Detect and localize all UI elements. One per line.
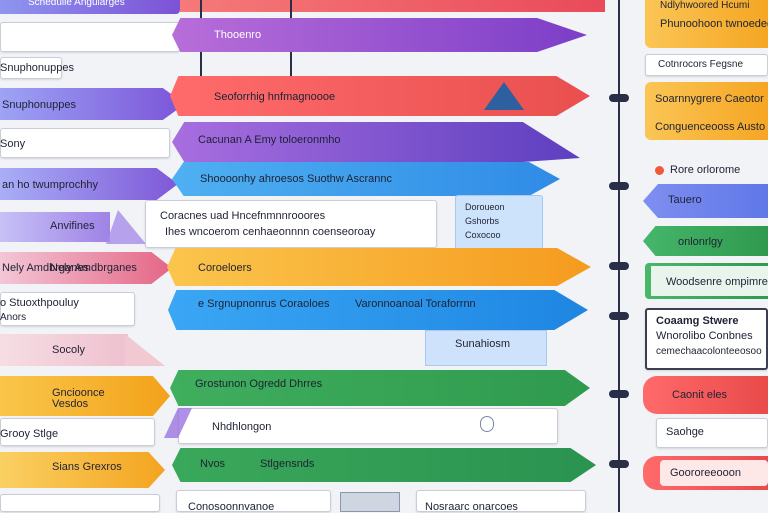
left-row-13-label: Sians Grexros: [52, 461, 122, 473]
center-arrow-8[interactable]: [172, 448, 596, 482]
left-row-6-arrow[interactable]: [0, 168, 178, 200]
right-card-3-line2: Conguenceooss Austo: [655, 121, 766, 133]
timeline-dot-1[interactable]: [609, 94, 629, 102]
left-row-4-label: Snuphonuppes: [2, 99, 77, 111]
right-arrow-6[interactable]: [643, 226, 768, 256]
left-row-12-box: [0, 418, 155, 446]
center-box-4-label: Nhdhlongon: [212, 421, 272, 433]
left-row-7-triangle: [106, 210, 146, 244]
right-card-9-label: Caonit eles: [672, 389, 728, 401]
right-card-9[interactable]: [643, 376, 768, 414]
left-row-9-box: [0, 292, 135, 326]
left-row-11-label: Gncioonce Vesdos: [52, 387, 105, 410]
left-row-9-label: o Stuoxthpouluy: [0, 297, 79, 309]
center-arrow-4[interactable]: [172, 162, 560, 196]
left-row-10-label: Socoly: [52, 344, 86, 356]
center-box-1: [145, 200, 437, 248]
right-card-1-line2: Phunoohoon twnoedee: [660, 18, 768, 30]
center-bottom-box-3-label: Nosraarc onarcoes: [425, 501, 518, 513]
left-row-5-label: Sony: [0, 138, 26, 150]
right-box-8-line3: cemechaacolonteeosoo: [656, 346, 762, 357]
right-box-10: [656, 418, 768, 448]
timeline-dot-5[interactable]: [609, 390, 629, 398]
left-row-12-label: Grooy Stlge: [0, 428, 59, 440]
left-row-8-label-a: Nely Amdbrganes: [2, 262, 89, 274]
right-card-11-label: Goororeeooon: [670, 467, 741, 479]
right-box-10-label: Saohge: [666, 426, 704, 438]
center-arrow-6[interactable]: [168, 290, 588, 330]
right-box-8-line1: Coaamg Stwere: [656, 315, 739, 327]
center-arrow-7-label: Grostunon Ogredd Dhrres: [195, 378, 323, 390]
left-row-9-label-b: Anors: [0, 312, 27, 323]
center-vline-1: [200, 0, 202, 110]
right-item-4-dot: [655, 166, 664, 175]
right-card-3[interactable]: [645, 82, 768, 140]
center-box-4: [178, 408, 558, 444]
right-card-7-label: Woodsenre ompimre: [666, 276, 768, 288]
center-arrow-3[interactable]: [172, 122, 580, 162]
right-box-8-line2: Wnorolibo Conbnes: [656, 330, 753, 342]
center-arrow-7[interactable]: [170, 370, 590, 406]
center-box-4-icon[interactable]: [480, 416, 494, 432]
center-box-1-line2: Ihes wncoerom cenhaeonnnn coenseoroay: [165, 226, 376, 238]
left-row-2-box: [0, 22, 180, 52]
right-item-4-label: Rore orlorome: [670, 164, 741, 176]
timeline-dot-3[interactable]: [609, 262, 629, 270]
center-bottom-box-2: [340, 492, 400, 512]
left-top-banner-label: Schedulle Angularges: [28, 0, 125, 8]
left-row-3-label: Snuphonuppes: [0, 62, 75, 74]
center-arrow-3-label: Cacunan A Emy toloeronmho: [198, 134, 341, 146]
center-top-red-bar: [180, 0, 605, 12]
left-row-7-arrow[interactable]: [0, 212, 110, 242]
left-row-8-arrow[interactable]: [0, 252, 172, 284]
left-row-4-arrow[interactable]: [0, 88, 185, 120]
right-arrow-5-label: Tauero: [668, 194, 702, 206]
left-row-14-box: [0, 494, 160, 512]
center-arrow-2-label: Seoforrhig hnfmagnoooe: [214, 91, 336, 103]
center-arrow-1[interactable]: [172, 18, 587, 52]
center-arrow-1-label: Thooenro: [214, 29, 262, 41]
left-row-7-label: Anvifines: [50, 220, 95, 232]
timeline-dot-2[interactable]: [609, 182, 629, 190]
left-row-3-box: [0, 57, 62, 79]
right-box-2-label: Cotnrocors Fegsne: [658, 59, 744, 70]
left-row-8-label-b: Nely Amdbrganes: [50, 262, 137, 274]
center-arrow-5[interactable]: [167, 248, 591, 286]
timeline-dot-6[interactable]: [609, 460, 629, 468]
right-card-1-line1: Ndlyhwoored Hcumi: [660, 0, 750, 11]
center-box-2: [455, 195, 543, 250]
timeline-dot-4[interactable]: [609, 312, 629, 320]
right-arrow-5[interactable]: [643, 184, 768, 218]
left-row-13-arrow[interactable]: [0, 452, 165, 488]
right-arrow-6-label: onlonrlgy: [678, 236, 723, 248]
left-row-5-box: [0, 128, 170, 158]
right-card-11-inner: [660, 460, 768, 486]
left-row-10-arrow[interactable]: [0, 334, 128, 366]
center-arrow-5-label: Coroeloers: [198, 262, 252, 274]
center-arrow-6-label-b: Varonnoanoal Toraforrnn: [355, 298, 476, 310]
right-box-8: [645, 308, 768, 370]
center-bottom-box-1-label: Conosoonnvanoe: [188, 501, 275, 513]
center-arrow-4-label: Shoooonhy ahroesos Suothw Ascrannc: [200, 173, 393, 185]
center-arrow-8-label-b: Stlgensnds: [260, 458, 315, 470]
left-row-11-arrow[interactable]: [0, 376, 170, 416]
left-row-6-label: an ho twumprochhy: [2, 179, 98, 191]
left-row-10-triangle: [125, 334, 165, 366]
center-box-3-label: Sunahiosm: [455, 338, 511, 350]
center-box-2-line2: Gshorbs: [465, 216, 500, 226]
right-card-7-inner: [651, 266, 768, 296]
center-arrow-6-label-a: e Srgnupnonrus Coraoloes: [198, 298, 330, 310]
center-box-3: [425, 330, 547, 366]
center-arrow-8-label-a: Nvos: [200, 458, 226, 470]
right-card-1[interactable]: [645, 0, 768, 48]
right-card-3-line1: Soarnnygrere Caeotor: [655, 93, 764, 105]
center-box-1-line1: Coracnes uad Hncefnmnnrooores: [160, 210, 326, 222]
center-box-2-line3: Coxocoo: [465, 230, 501, 240]
center-box-2-line1: Doroueon: [465, 202, 505, 212]
timeline-line: [618, 0, 620, 512]
left-banner-purple: [0, 0, 180, 14]
